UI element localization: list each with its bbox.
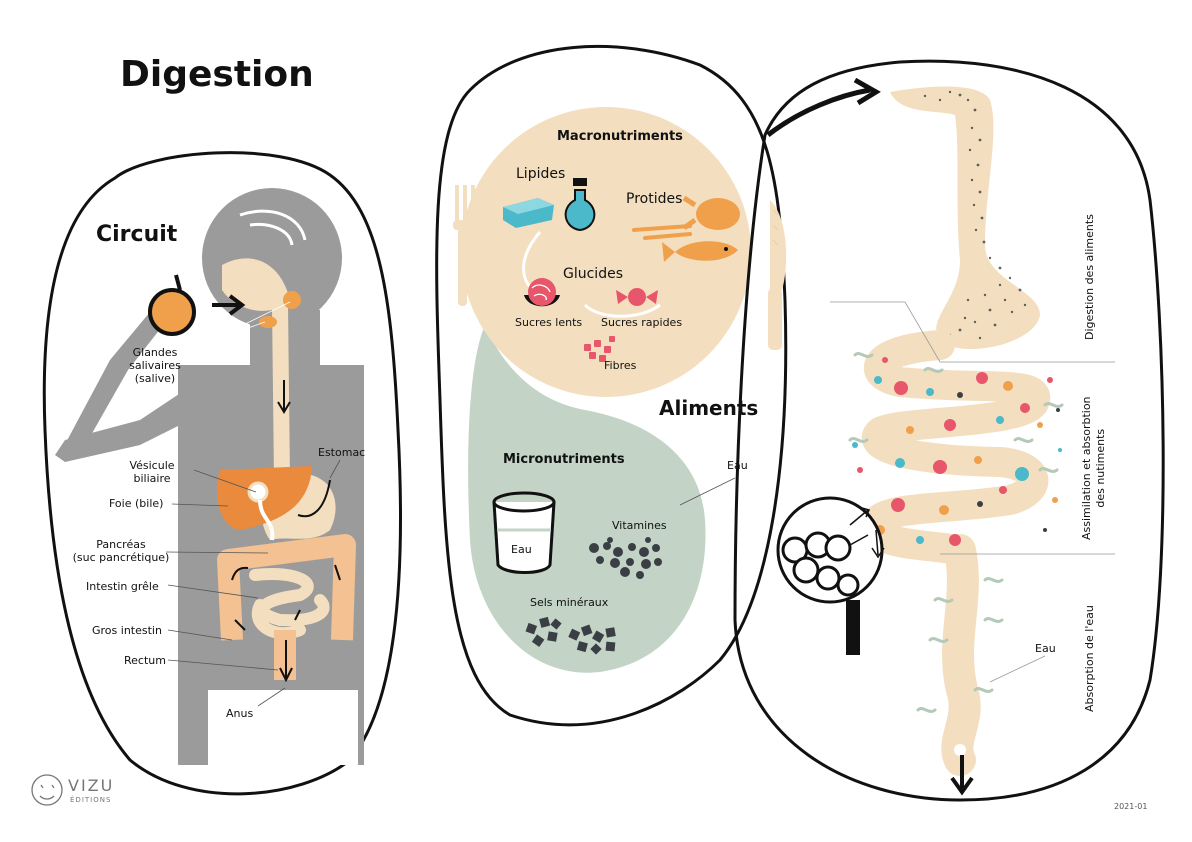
- fork-icon: [453, 185, 477, 306]
- label-vitamines: Vitamines: [612, 519, 667, 532]
- pelvis-gap: [208, 690, 358, 765]
- vizu-logo-icon: [31, 774, 63, 806]
- label-glandes-line1: Glandes: [132, 346, 178, 359]
- label-eau-process: Eau: [1035, 642, 1056, 655]
- apple: [148, 288, 196, 336]
- salivary-gland-2: [259, 316, 277, 328]
- section-dividers: [830, 301, 1115, 683]
- salivary-gland-1: [283, 291, 301, 309]
- label-eau-glass: Eau: [511, 543, 532, 556]
- leader-lines: [179, 301, 291, 357]
- transfer-arrow: [766, 87, 871, 137]
- version-label: 2021-01: [1114, 802, 1148, 811]
- label-anus: Anus: [226, 707, 254, 720]
- forearm: [62, 300, 175, 458]
- fibres-icon: [584, 336, 615, 362]
- circuit-panel: [42, 151, 403, 796]
- vitamins-icon: [589, 537, 662, 579]
- label-lipides: Lipides: [516, 166, 566, 182]
- arrow-esophagus: [277, 380, 291, 414]
- label-sucres-rapides: Sucres rapides: [601, 316, 683, 329]
- arm: [55, 390, 190, 462]
- macro-circle: [461, 107, 751, 397]
- leader-lines-dark: [165, 459, 341, 707]
- label-digestion: Digestion des aliments: [1083, 214, 1096, 340]
- label-fibres: Fibres: [604, 359, 637, 372]
- colon-exit: [954, 744, 966, 756]
- label-sels: Sels minéraux: [530, 596, 609, 609]
- label-protides: Protides: [626, 191, 683, 207]
- label-vesicule-line1: Vésicule: [129, 459, 175, 472]
- page-title: Digestion: [120, 54, 314, 95]
- label-pancreas-line2: (suc pancrétique): [72, 551, 170, 564]
- esophagus: [272, 297, 290, 488]
- label-eau-micro: Eau: [727, 459, 748, 472]
- label-absorption: Absorption de l'eau: [1083, 605, 1096, 712]
- oil-bottle-icon: [564, 178, 596, 232]
- label-glucides: Glucides: [563, 266, 623, 282]
- exit-arrow: [950, 755, 974, 796]
- macro-heading: Macronutriments: [557, 129, 683, 144]
- transfer-arrow-head: [853, 77, 881, 106]
- water-squiggles: [848, 352, 1064, 713]
- water-glass-icon: [492, 491, 556, 574]
- digestion-speckles: [923, 90, 1027, 340]
- knife-icon: [768, 200, 787, 350]
- logo-sub: ÉDITIONS: [70, 796, 112, 804]
- circuit-heading: Circuit: [96, 222, 178, 247]
- gallbladder: [247, 481, 269, 503]
- logo-text: VIZU: [68, 776, 115, 795]
- label-glandes: Glandes salivaires (salive): [110, 346, 200, 385]
- apple-stem: [174, 274, 182, 291]
- label-foie: Foie (bile): [109, 497, 164, 510]
- label-pancreas-line1: Pancréas: [96, 538, 146, 551]
- label-assimilation-line2: des nutiments: [1094, 428, 1107, 508]
- process-frame: [733, 59, 1165, 802]
- process-panel: [733, 59, 1165, 802]
- ear-swirl: [239, 209, 307, 246]
- colon-descending: [941, 534, 981, 776]
- rectum-arrow: [279, 640, 293, 683]
- mouth: [222, 258, 290, 311]
- magnifier-icon: [776, 496, 885, 655]
- label-assimilation: Assimilation et absorbtion des nutiments: [1080, 396, 1108, 540]
- label-sucres-lents: Sucres lents: [515, 316, 583, 329]
- intestine-arrows: [231, 564, 341, 631]
- label-pancreas: Pancréas (suc pancrétique): [66, 538, 176, 564]
- label-rectum: Rectum: [124, 654, 166, 667]
- label-estomac: Estomac: [318, 446, 366, 459]
- bile-duct: [258, 499, 275, 541]
- label-intestin-grele: Intestin grêle: [86, 580, 159, 593]
- aliments-panel: [435, 44, 788, 727]
- sausage-icon: [632, 224, 692, 240]
- fish-icon: [662, 241, 738, 262]
- aliments-frame: [435, 44, 788, 727]
- label-glandes-line3: (salive): [134, 372, 176, 385]
- small-intestine-zigzag: [860, 330, 1051, 565]
- micro-heading: Micronutriments: [503, 452, 625, 467]
- aliments-heading: Aliments: [659, 396, 759, 420]
- stomach-arrow: [297, 479, 331, 518]
- eau-leader: [679, 477, 736, 506]
- arrow-to-mouth: [212, 294, 246, 316]
- minerals-icon: [525, 616, 616, 655]
- pasta-bowl-icon: [524, 278, 560, 307]
- large-intestine: [217, 534, 356, 641]
- upper-tract: [890, 86, 1040, 350]
- nutrient-dots: [852, 357, 1062, 546]
- micro-blob: [468, 325, 706, 673]
- label-vesicule: Vésicule biliaire: [112, 459, 192, 485]
- candy-icon: [616, 288, 658, 306]
- label-glandes-line2: salivaires: [129, 359, 181, 372]
- label-vesicule-line2: biliaire: [133, 472, 171, 485]
- label-assimilation-line1: Assimilation et absorbtion: [1080, 396, 1093, 540]
- label-gros-intestin: Gros intestin: [92, 624, 162, 637]
- butter-icon: [503, 198, 554, 228]
